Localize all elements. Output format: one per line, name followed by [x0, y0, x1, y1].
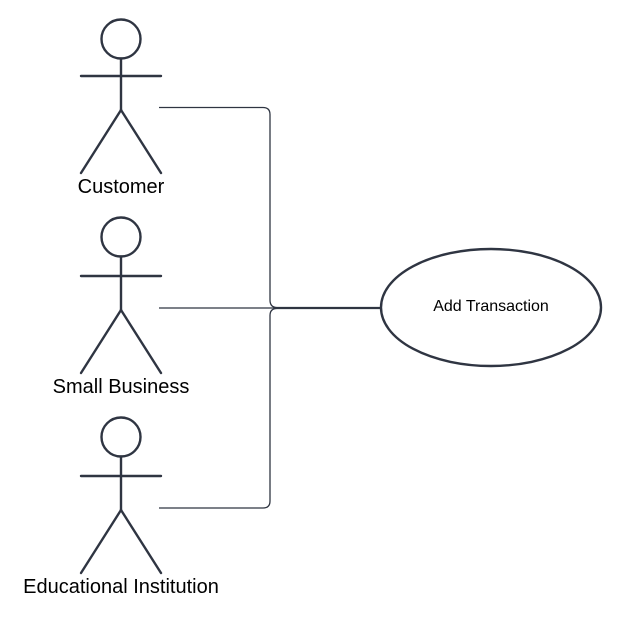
actor-label-customer: Customer — [78, 176, 165, 198]
actor-customer[interactable]: Customer — [78, 18, 165, 199]
association-line-customer — [159, 106, 380, 309]
stick-figure-icon — [79, 18, 163, 175]
actor-label-small-business: Small Business — [53, 376, 190, 398]
association-line-educational-institution — [159, 307, 380, 509]
use-case-add-transaction[interactable]: Add Transaction — [379, 247, 603, 368]
use-case-ellipse — [379, 247, 603, 368]
use-case-label: Add Transaction — [433, 298, 549, 315]
actor-small-business[interactable]: Small Business — [53, 216, 190, 399]
stick-figure-icon — [79, 416, 163, 575]
actor-label-educational-institution: Educational Institution — [23, 576, 219, 598]
stick-figure-icon — [79, 216, 163, 375]
actor-educational-institution[interactable]: Educational Institution — [23, 416, 219, 599]
